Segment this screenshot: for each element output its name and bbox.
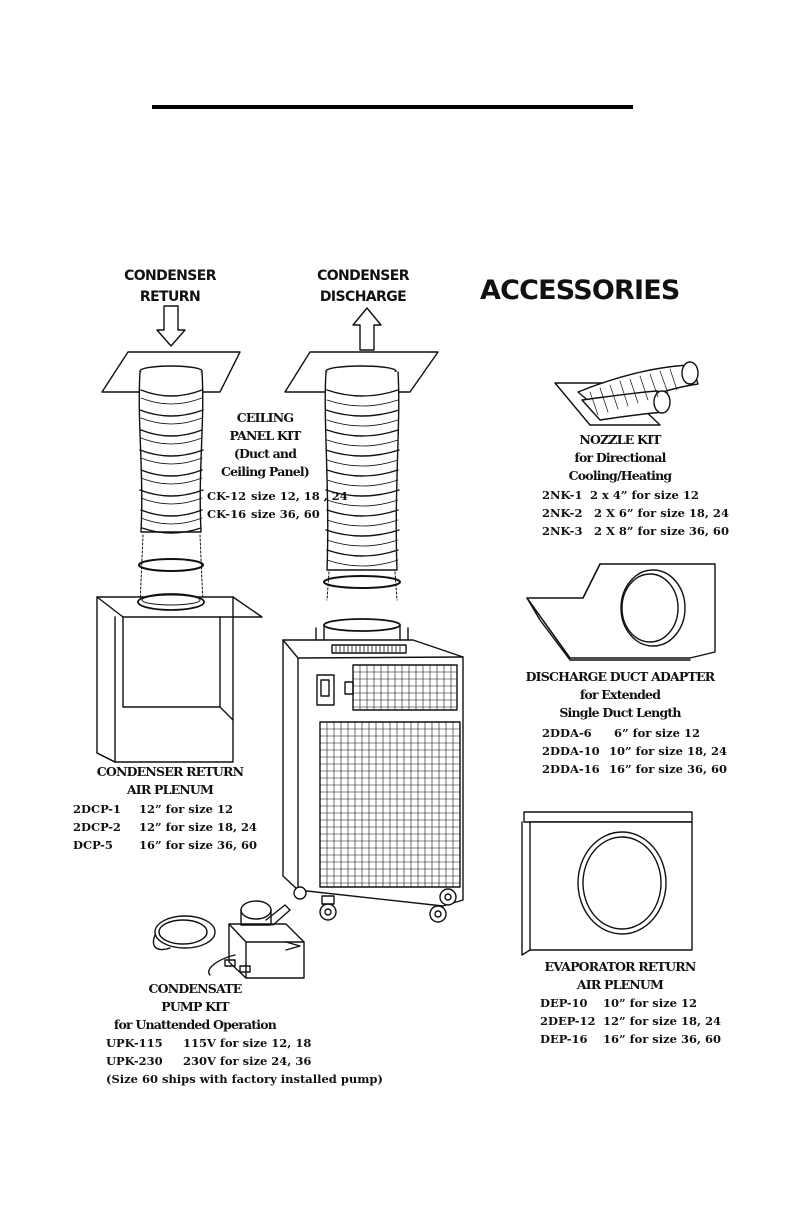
list-item: 2NK-1 2 x 4” for size 12 — [542, 486, 729, 504]
condenser-discharge-line-2: DISCHARGE — [319, 289, 407, 305]
condenser-discharge-label: CONDENSER DISCHARGE — [303, 266, 423, 308]
part-code: 2DDA-16 — [542, 762, 600, 776]
part-code: UPK-115 — [106, 1036, 163, 1050]
part-desc: 115V for size 12, 18 — [183, 1036, 312, 1050]
part-code: 2DEP-12 — [540, 1014, 596, 1028]
part-code: 2DCP-1 — [73, 802, 121, 816]
part-code: CK-16 — [207, 507, 247, 521]
top-rule — [152, 105, 633, 109]
part-code: DEP-16 — [540, 1032, 588, 1046]
list-item: DEP-16 16” for size 36, 60 — [540, 1030, 721, 1048]
condenser-return-line-1: CONDENSER — [124, 268, 216, 284]
accessories-title: ACCESSORIES — [480, 275, 680, 306]
part-desc: 2 x 4” for size 12 — [590, 488, 699, 502]
part-code: 2NK-1 — [542, 488, 583, 502]
condenser-return-line-2: RETURN — [139, 289, 201, 305]
nozzle-kit-list: 2NK-1 2 x 4” for size 12 2NK-2 2 X 6” for … — [542, 486, 729, 540]
list-item: 2NK-3 2 X 8” for size 36, 60 — [542, 522, 729, 540]
part-desc: 16” for size 36, 60 — [609, 762, 728, 776]
left-ceiling-panel-duct — [101, 351, 241, 606]
part-desc: 16” for size 36, 60 — [603, 1032, 722, 1046]
condensate-pump-kit-heading: CONDENSATE PUMP KIT for Unattended Opera… — [95, 980, 295, 1034]
heading-line: (Duct and — [233, 446, 297, 461]
heading-line: for Extended — [579, 687, 661, 702]
part-desc: 12” for size 12 — [139, 802, 233, 816]
condenser-return-plenum-heading: CONDENSER RETURN AIR PLENUM — [80, 763, 260, 799]
heading-line: for Directional — [574, 450, 666, 465]
condenser-return-plenum-list: 2DCP-1 12” for size 12 2DCP-2 12” for size… — [73, 800, 257, 854]
heading-line: DISCHARGE DUCT ADAPTER — [525, 669, 716, 684]
evaporator-return-plenum-heading: EVAPORATOR RETURN AIR PLENUM — [525, 958, 715, 994]
arrow-down-icon — [156, 305, 186, 347]
part-desc: 2 X 8” for size 36, 60 — [594, 524, 729, 538]
list-item: 2DCP-1 12” for size 12 — [73, 800, 257, 818]
heading-line: for Unattended Operation — [113, 1017, 277, 1032]
part-desc: 12” for size 18, 24 — [603, 1014, 722, 1028]
list-item: UPK-230 230V for size 24, 36 — [106, 1052, 383, 1070]
heading-line: PUMP KIT — [161, 999, 229, 1014]
part-code: 2DDA-10 — [542, 744, 600, 758]
heading-line: EVAPORATOR RETURN — [544, 959, 697, 974]
discharge-duct-adapter-illustration — [526, 563, 716, 661]
part-code: 2DDA-6 — [542, 726, 592, 740]
heading-line: AIR PLENUM — [126, 782, 214, 797]
condenser-discharge-line-1: CONDENSER — [317, 268, 409, 284]
arrow-up-icon — [352, 307, 382, 351]
nozzle-kit-illustration — [554, 361, 699, 426]
nozzle-kit-heading: NOZZLE KIT for Directional Cooling/Heati… — [540, 431, 700, 485]
heading-line: CONDENSER RETURN — [96, 764, 244, 779]
heading-line: Single Duct Length — [559, 705, 681, 720]
part-desc: 10” for size 12 — [603, 996, 697, 1010]
part-desc: 10” for size 18, 24 — [609, 744, 728, 758]
list-item: 2NK-2 2 X 6” for size 18, 24 — [542, 504, 729, 522]
pump-note: (Size 60 ships with factory installed pu… — [106, 1072, 383, 1086]
condensate-pump-kit-list: UPK-115 115V for size 12, 18 UPK-230 230V … — [106, 1034, 383, 1088]
list-item: DCP-5 16” for size 36, 60 — [73, 836, 257, 854]
heading-line: Ceiling Panel) — [221, 464, 310, 479]
condenser-return-label: CONDENSER RETURN — [110, 266, 230, 308]
part-code: UPK-230 — [106, 1054, 163, 1068]
part-desc: 6” for size 12 — [614, 726, 700, 740]
evaporator-return-plenum-list: DEP-10 10” for size 12 2DEP-12 12” for siz… — [540, 994, 721, 1048]
list-item: 2DDA-6 6” for size 12 — [542, 724, 727, 742]
heading-line: NOZZLE KIT — [579, 432, 661, 447]
discharge-duct-adapter-heading: DISCHARGE DUCT ADAPTER for Extended Sing… — [520, 668, 720, 722]
center-ceiling-panel-duct — [284, 351, 439, 601]
part-code: CK-12 — [207, 489, 247, 503]
heading-line: CONDENSATE — [148, 981, 243, 996]
list-item: CK-12 size 12, 18 , 24 — [207, 487, 348, 505]
part-code: 2NK-2 — [542, 506, 583, 520]
part-desc: size 36, 60 — [251, 507, 320, 521]
list-item: DEP-10 10” for size 12 — [540, 994, 721, 1012]
part-desc: 16” for size 36, 60 — [139, 838, 258, 852]
heading-line: AIR PLENUM — [576, 977, 664, 992]
part-desc: 12” for size 18, 24 — [139, 820, 258, 834]
evaporator-return-plenum-illustration — [521, 811, 693, 956]
heading-line: Cooling/Heating — [568, 468, 673, 483]
discharge-duct-adapter-list: 2DDA-6 6” for size 12 2DDA-10 10” for size… — [542, 724, 727, 778]
list-item: 2DEP-12 12” for size 18, 24 — [540, 1012, 721, 1030]
portable-ac-unit-illustration — [282, 618, 464, 923]
part-code: 2NK-3 — [542, 524, 583, 538]
list-item: 2DCP-2 12” for size 18, 24 — [73, 818, 257, 836]
list-item: CK-16 size 36, 60 — [207, 505, 348, 523]
part-desc: size 12, 18 , 24 — [251, 489, 348, 503]
part-desc: 2 X 6” for size 18, 24 — [594, 506, 729, 520]
list-item: 2DDA-10 10” for size 18, 24 — [542, 742, 727, 760]
part-desc: 230V for size 24, 36 — [183, 1054, 312, 1068]
part-code: DEP-10 — [540, 996, 588, 1010]
heading-line: CEILING — [236, 410, 294, 425]
condensate-pump-illustration — [152, 900, 305, 979]
ceiling-panel-kit-list: CK-12 size 12, 18 , 24 CK-16 size 36, 60 — [207, 487, 348, 523]
list-item: 2DDA-16 16” for size 36, 60 — [542, 760, 727, 778]
ceiling-panel-kit-heading: CEILING PANEL KIT (Duct and Ceiling Pane… — [205, 409, 325, 481]
condenser-return-plenum-illustration — [96, 593, 263, 763]
heading-line: PANEL KIT — [229, 428, 301, 443]
list-item: UPK-115 115V for size 12, 18 — [106, 1034, 383, 1052]
part-code: DCP-5 — [73, 838, 113, 852]
part-code: 2DCP-2 — [73, 820, 121, 834]
